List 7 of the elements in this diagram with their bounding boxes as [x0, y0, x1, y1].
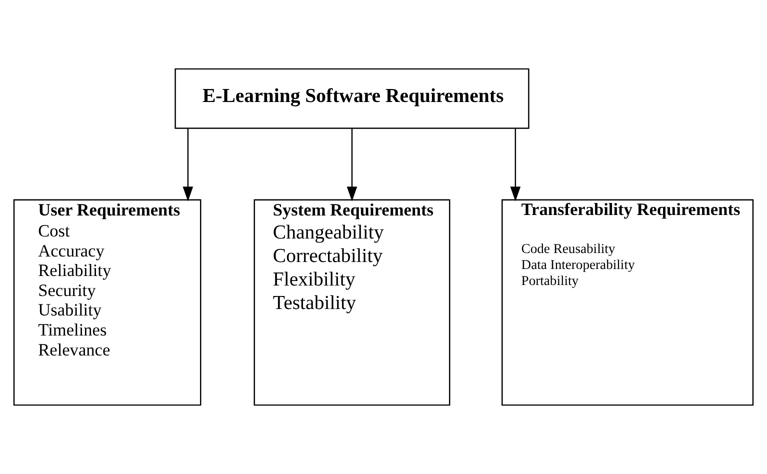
- arrow: [510, 128, 521, 202]
- node-box: User Requirements Cost Accuracy Reliability Security Usability Timelines Relevance: [13, 199, 202, 406]
- arrow: [346, 128, 358, 202]
- arrow: [182, 128, 194, 202]
- node-box: E-Learning Software Requirements: [174, 68, 530, 129]
- node-box: System Requirements Changeability Correctability Flexibility Testability: [254, 199, 450, 406]
- node-box: Transferability Requirements Code Reusability Data Interoperability Portability: [502, 199, 754, 406]
